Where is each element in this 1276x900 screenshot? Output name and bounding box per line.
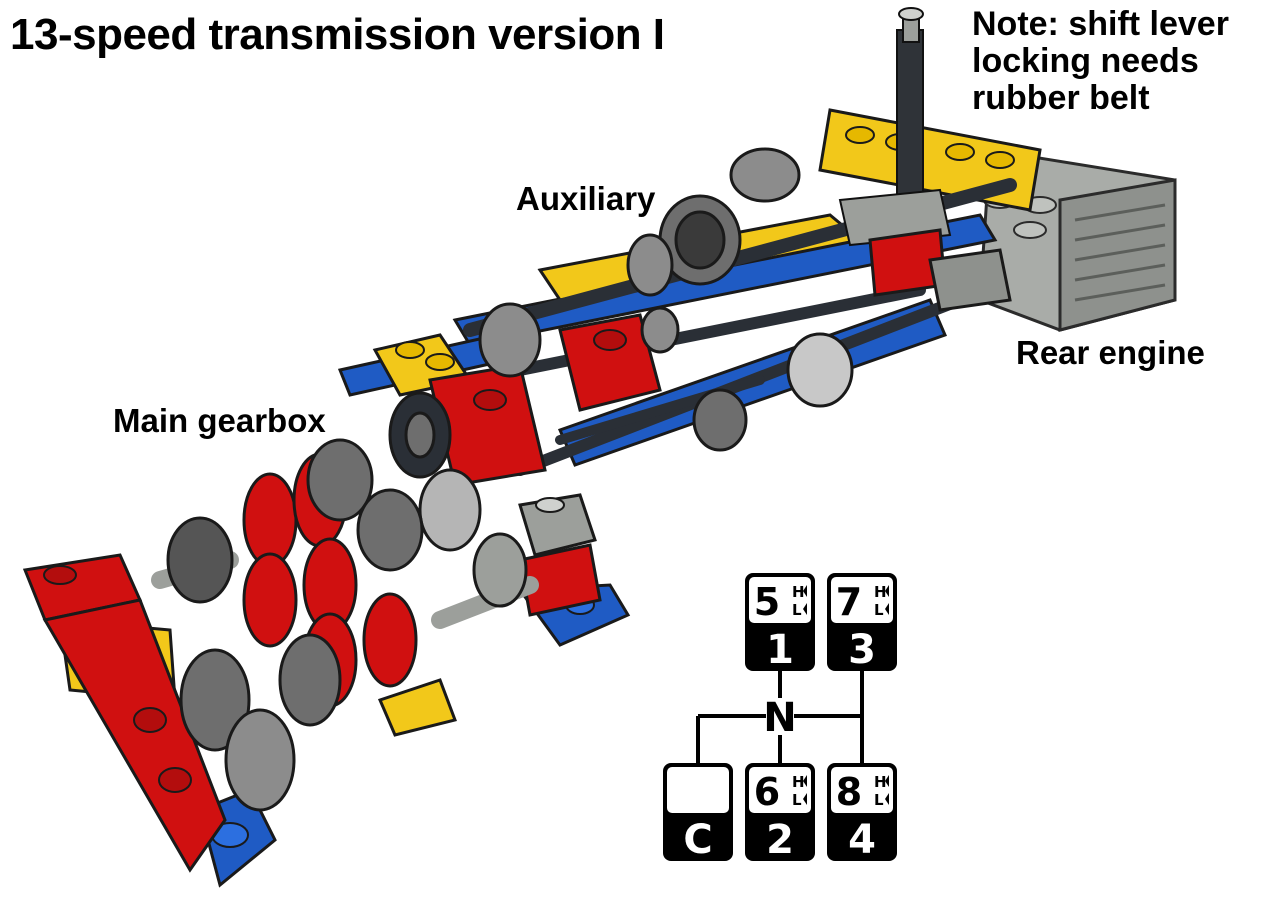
gear-slot-top-panel [749, 767, 811, 813]
gears [166, 147, 854, 812]
high-range-marker: H [792, 583, 805, 601]
neutral-label: N [763, 695, 796, 741]
note-line: rubber belt [972, 79, 1150, 117]
gear-top-number: 5 [754, 580, 780, 624]
shift-lever [838, 7, 952, 247]
range-arrow-icon [803, 585, 807, 597]
gear-slot: C [663, 763, 733, 863]
red-bricks [22, 228, 947, 873]
gray-support-bricks [518, 248, 1012, 557]
low-range-marker: L [792, 601, 802, 619]
high-range-marker: H [792, 773, 805, 791]
gear-bottom-number: 1 [766, 627, 794, 673]
gear-slot-top-panel [831, 767, 893, 813]
range-arrow-icon [803, 775, 807, 787]
gear-bottom-number: C [683, 817, 712, 863]
note-text: Note: shift lever locking needs rubber b… [972, 6, 1272, 117]
gear-top-number: 7 [836, 580, 862, 624]
rear-engine-label: Rear engine [1016, 334, 1205, 371]
gear-bottom-number: 4 [848, 817, 876, 863]
range-arrow-icon [885, 585, 889, 597]
diagram-title: 13-speed transmission version I [10, 10, 665, 59]
low-range-marker: L [792, 791, 802, 809]
low-range-marker: L [874, 791, 884, 809]
high-range-marker: H [874, 773, 887, 791]
range-arrow-icon [803, 793, 807, 805]
note-line: locking needs [972, 42, 1199, 80]
gear-bottom-number: 3 [848, 627, 876, 673]
gear-top-number: 6 [754, 770, 780, 814]
range-arrow-icon [803, 603, 807, 615]
shift-gate-lines [696, 670, 864, 765]
gear-slot-top-panel [831, 577, 893, 623]
low-range-marker: L [874, 601, 884, 619]
range-arrow-icon [885, 775, 889, 787]
main-gearbox-label: Main gearbox [113, 402, 326, 439]
auxiliary-label: Auxiliary [516, 180, 656, 217]
gear-bottom-number: 2 [766, 817, 794, 863]
range-arrow-icon [885, 793, 889, 805]
gear-slot-top-panel [667, 767, 729, 813]
gear-slot-top-panel [749, 577, 811, 623]
high-range-marker: H [874, 583, 887, 601]
range-arrow-icon [885, 603, 889, 615]
note-line: Note: shift lever [972, 5, 1229, 43]
gear-top-number: 8 [836, 770, 862, 814]
